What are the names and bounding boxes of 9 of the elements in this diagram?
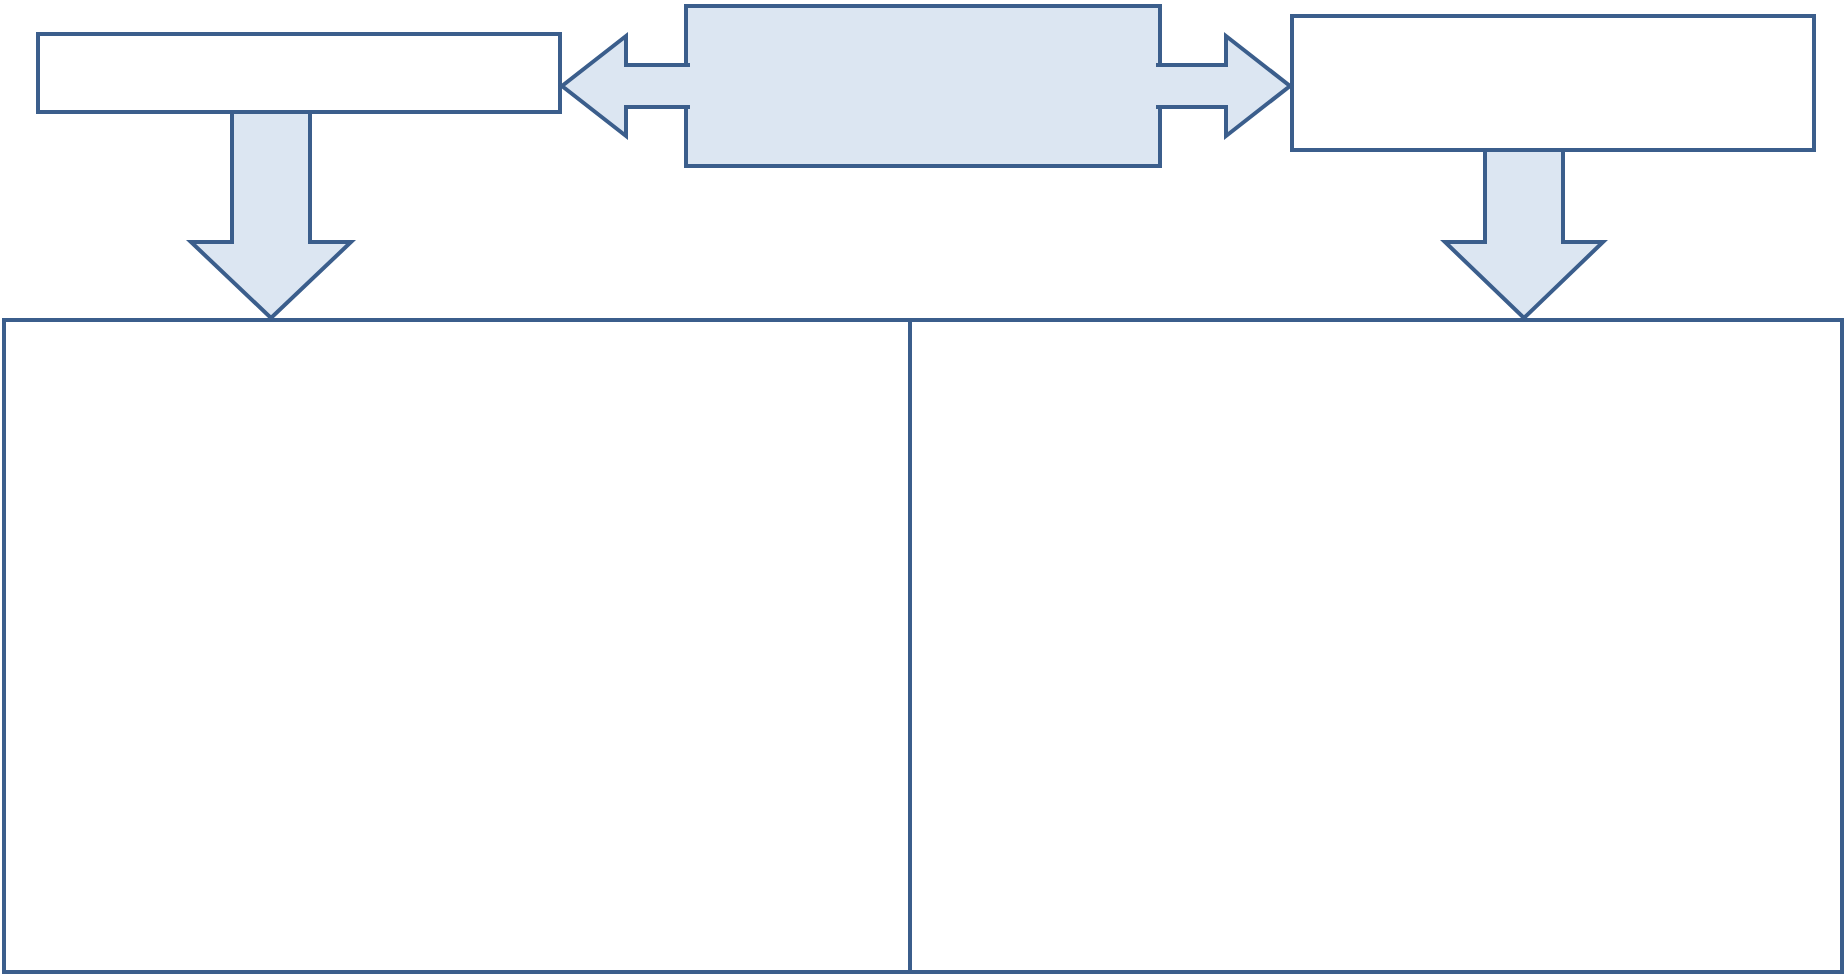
content-panel [908,318,1844,974]
process-box [684,4,1162,168]
process-box [36,32,562,114]
process-box [1290,14,1816,152]
block-arrow [1154,31,1294,141]
block-arrow [186,110,356,321]
block-arrow [1440,148,1608,321]
block-arrow [558,31,692,141]
content-panel [2,318,912,974]
